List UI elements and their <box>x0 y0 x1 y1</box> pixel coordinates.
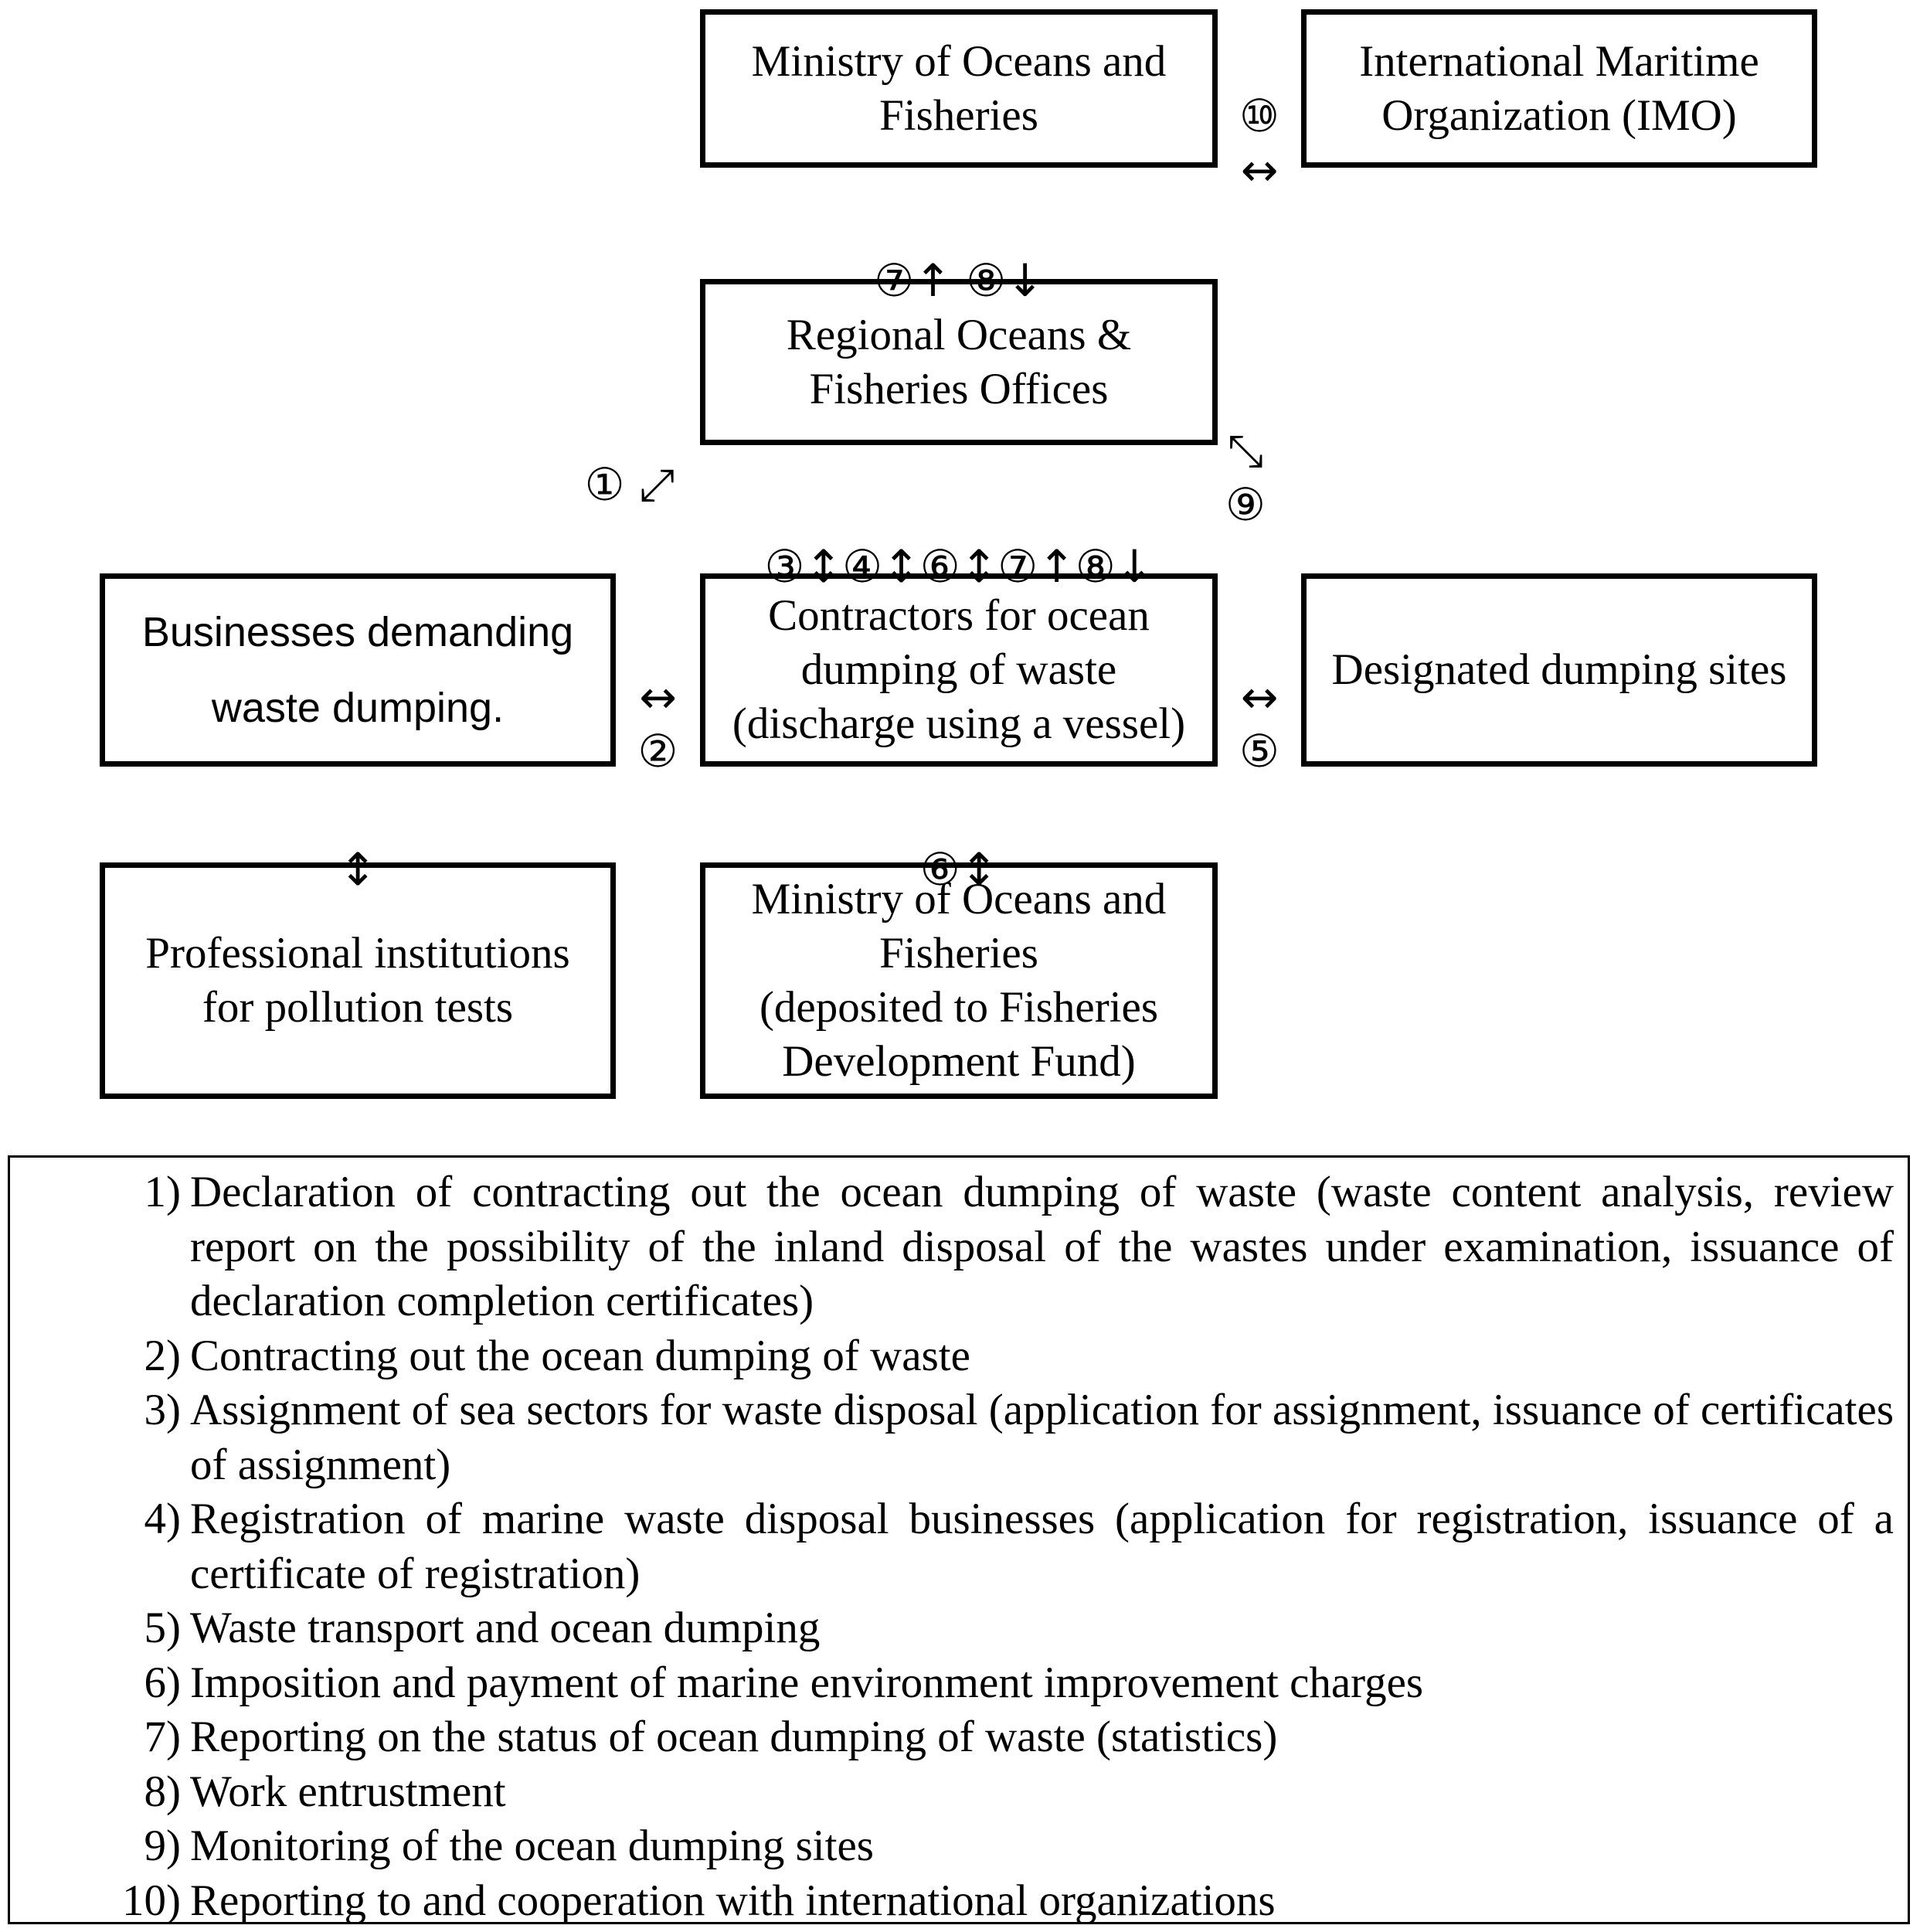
node-ministry-fund: Ministry of Oceans and Fisheries (deposi… <box>700 862 1218 1099</box>
connector-businesses-contractors: ↔ ② <box>637 671 678 777</box>
connector-mof-imo: ⑩ ↔ <box>1239 90 1279 196</box>
node-label: International Maritime Organization (IMO… <box>1359 36 1759 140</box>
node-label: Designated dumping sites <box>1331 645 1787 694</box>
legend-item: 10)Reporting to and cooperation with int… <box>122 1876 1276 1925</box>
legend-box: 1)Declaration of contracting out the oce… <box>8 1155 1910 1925</box>
connector-regional-sites: ⤡ ⑨ <box>1225 424 1266 531</box>
connector-regional-businesses: ① ⤢ <box>584 458 675 511</box>
node-label: Contractors for ocean dumping of waste (… <box>732 591 1186 748</box>
node-label: Ministry of Oceans and Fisheries (deposi… <box>751 875 1167 1086</box>
connector-contractors-fund: ⑥↕ <box>919 843 998 896</box>
legend-item: 6)Imposition and payment of marine envir… <box>144 1658 1424 1707</box>
legend-item: 1)Declaration of contracting out the oce… <box>144 1168 1894 1325</box>
connector-regional-contractors: ③↕④↕⑥↕⑦↑⑧↓ <box>764 540 1154 593</box>
connector-businesses-professional: ↕ <box>338 843 377 896</box>
node-ministry-oceans-fisheries: Ministry of Oceans and Fisheries <box>700 9 1218 168</box>
legend-item: 5)Waste transport and ocean dumping <box>144 1604 821 1652</box>
node-label: Ministry of Oceans and Fisheries <box>751 36 1167 140</box>
node-imo: International Maritime Organization (IMO… <box>1301 9 1817 168</box>
legend-item: 4)Registration of marine waste disposal … <box>144 1495 1894 1598</box>
node-professional-institutions: Professional institutions for pollution … <box>100 862 616 1099</box>
node-label: Professional institutions for pollution … <box>145 929 570 1032</box>
legend-list: 1)Declaration of contracting out the oce… <box>10 1165 1908 1928</box>
node-regional-offices: Regional Oceans & Fisheries Offices <box>700 279 1218 445</box>
connector-contractors-sites: ↔ ⑤ <box>1239 671 1279 777</box>
legend-item: 9)Monitoring of the ocean dumping sites <box>144 1821 874 1870</box>
legend-item: 3)Assignment of sea sectors for waste di… <box>144 1386 1894 1489</box>
node-designated-dumping-sites: Designated dumping sites <box>1301 573 1817 767</box>
node-label: Businesses demanding waste dumping. <box>141 609 574 731</box>
legend-item: 8)Work entrustment <box>144 1767 506 1816</box>
legend-item: 7)Reporting on the status of ocean dumpi… <box>144 1713 1278 1761</box>
node-contractors: Contractors for ocean dumping of waste (… <box>700 573 1218 767</box>
node-label: Regional Oceans & Fisheries Offices <box>786 310 1132 413</box>
node-businesses-demanding: Businesses demanding waste dumping. <box>100 573 616 767</box>
legend-item: 2)Contracting out the ocean dumping of w… <box>144 1331 970 1380</box>
connector-mof-regional: ⑦↑ ⑧↓ <box>874 254 1044 307</box>
